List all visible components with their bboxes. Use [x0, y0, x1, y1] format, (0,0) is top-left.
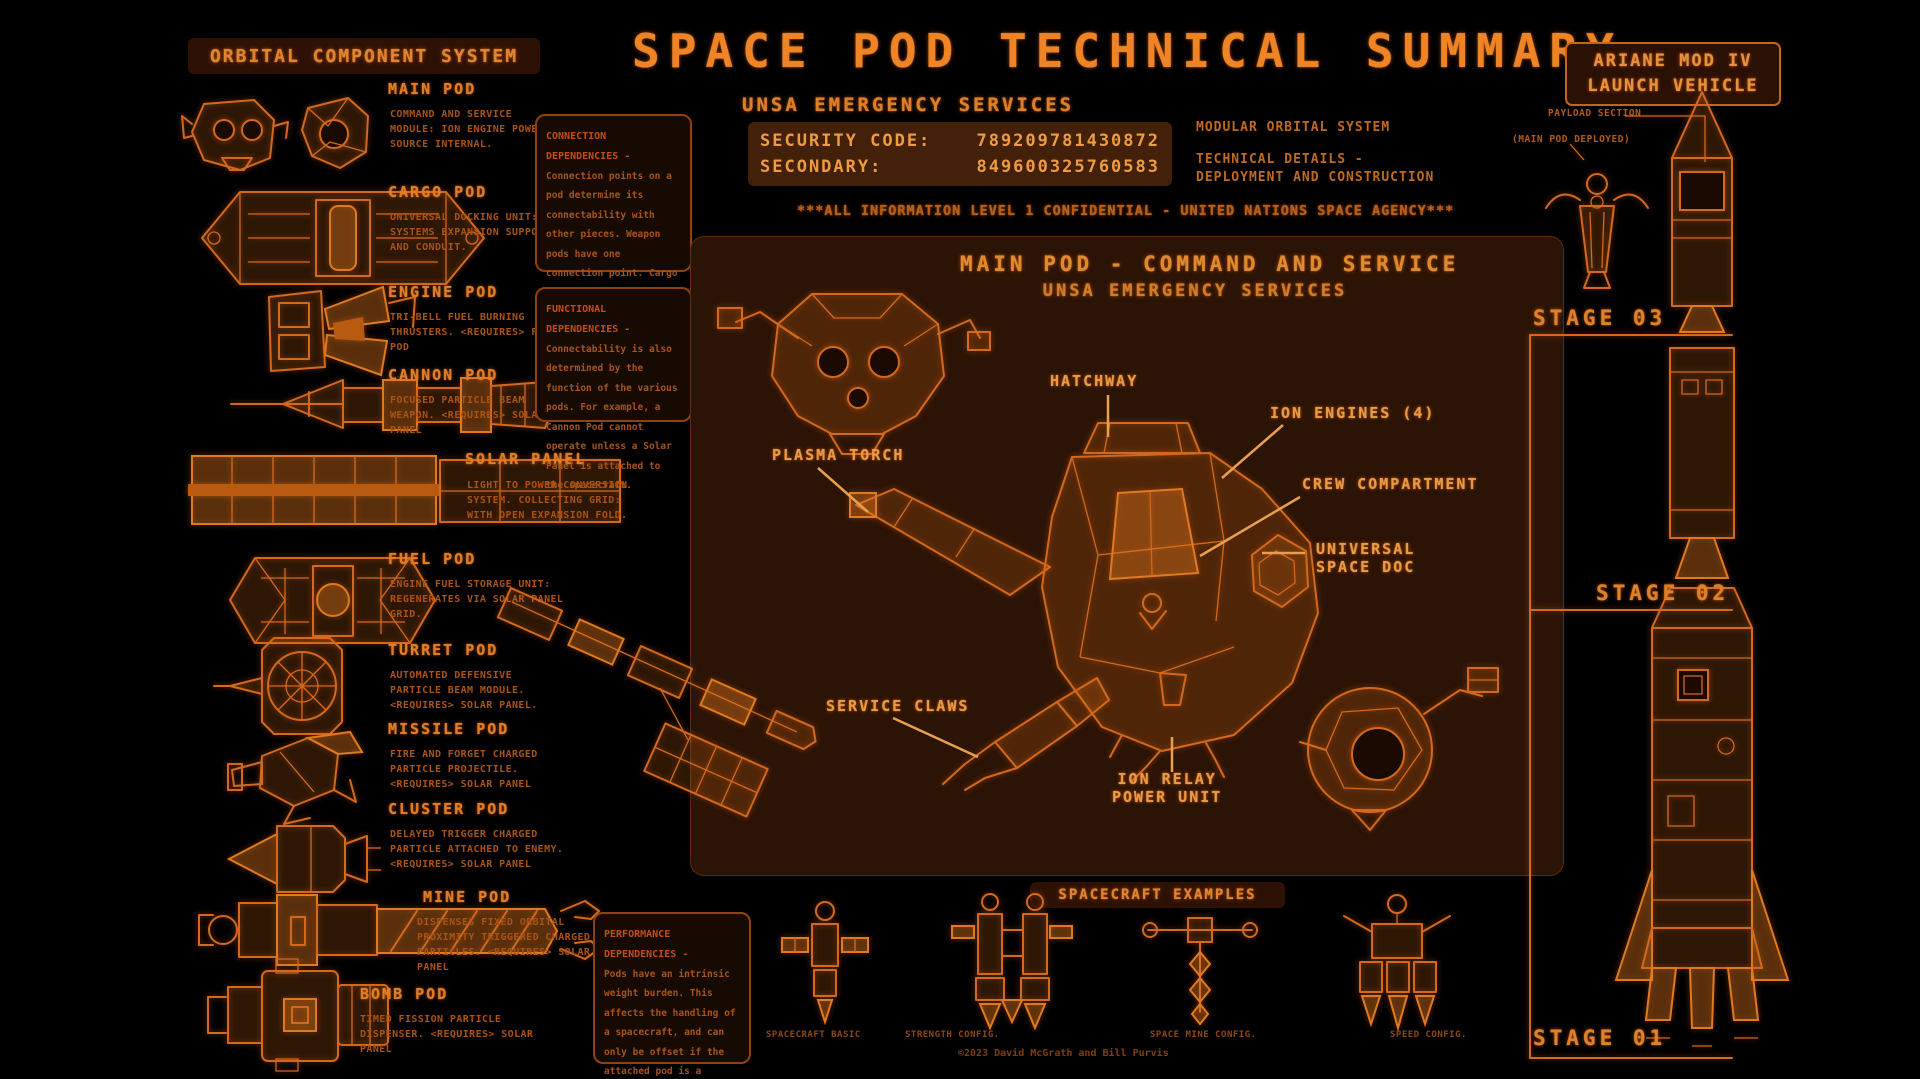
pod-desc: UNIVERSAL DOCKING UNIT: SYSTEMS EXPANSIO…	[390, 212, 551, 253]
note-title: CONNECTION DEPENDENCIES -	[546, 131, 631, 162]
pod-desc: COMMAND AND SERVICE MODULE: ION ENGINE P…	[390, 109, 545, 150]
speed-config-drawing	[1343, 894, 1451, 1032]
note-body: Connection points on a pod determine its…	[546, 171, 678, 299]
fuel-pod-icon	[229, 557, 436, 644]
pod-name: SOLAR PANEL	[465, 450, 587, 468]
agency-title: UNSA EMERGENCY SERVICES	[742, 94, 1075, 116]
solar-panel-icon	[188, 455, 621, 525]
front-pod-drawing	[717, 293, 991, 455]
security-code-box: SECURITY CODE: 789209781430872 SECONDARY…	[748, 122, 1172, 186]
stage-02-label: STAGE 02	[1596, 581, 1730, 605]
label-service-claws: SERVICE CLAWS	[826, 697, 970, 715]
note-body: Pods have an intrinsic weight burden. Th…	[604, 969, 736, 1078]
diagram-title: MAIN POD - COMMAND AND SERVICE	[960, 252, 1460, 276]
spacecraft-examples-header: SPACECRAFT EXAMPLES	[1030, 882, 1285, 908]
example-caption: STRENGTH CONFIG.	[905, 1030, 1000, 1040]
aux-pod-drawing	[1299, 667, 1499, 831]
pod-name: MINE POD	[423, 888, 512, 906]
label-ion-engines: ION ENGINES (4)	[1270, 404, 1436, 422]
turret-pod-icon	[213, 637, 343, 735]
pod-desc: AUTOMATED DEFENSIVE PARTICLE BEAM MODULE…	[390, 670, 538, 711]
pod-name: MAIN POD	[388, 80, 477, 98]
pod-name: TURRET POD	[388, 641, 499, 659]
pod-desc: TIMED FISSION PARTICLE DISPENSER. <REQUI…	[360, 1014, 534, 1055]
spacecraft-basic-drawing	[781, 901, 869, 1026]
label-plasma-torch: PLASMA TORCH	[772, 446, 905, 464]
pod-name: MISSILE POD	[388, 720, 510, 738]
credit-line: ©2023 David McGrath and Bill Purvis	[958, 1048, 1169, 1059]
pod-name: CARGO POD	[388, 183, 488, 201]
pod-desc: DELAYED TRIGGER CHARGED PARTICLE ATTACHE…	[390, 829, 564, 870]
label-universal-space-doc: UNIVERSAL SPACE DOC	[1316, 540, 1416, 576]
page-title: SPACE POD TECHNICAL SUMMARY	[632, 24, 1623, 78]
pod-desc: ENGINE FUEL STORAGE UNIT: REGENERATES VI…	[390, 579, 564, 620]
launch-vehicle-drawing	[1529, 91, 1790, 1059]
engine-pod-icon	[268, 285, 416, 377]
main-pod-diagram-panel	[690, 236, 1564, 876]
diagram-subtitle: UNSA EMERGENCY SERVICES	[1042, 281, 1348, 301]
pod-desc: FIRE AND FORGET CHARGED PARTICLE PROJECT…	[390, 749, 538, 790]
performance-dependencies-note: PERFORMANCE DEPENDENCIES - Pods have an …	[593, 912, 751, 1077]
stage-01-label: STAGE 01	[1533, 1026, 1667, 1050]
stage-03-label: STAGE 03	[1533, 306, 1667, 330]
strength-config-drawing	[951, 893, 1073, 1031]
security-code-label: SECURITY CODE:	[760, 131, 932, 151]
note-title: PERFORMANCE DEPENDENCIES -	[604, 929, 689, 960]
main-pod-deployed-label: (MAIN POD DEPLOYED)	[1512, 134, 1631, 145]
ariane-header-line2: LAUNCH VEHICLE	[1587, 76, 1759, 96]
orbital-component-system-header: ORBITAL COMPONENT SYSTEM	[188, 38, 540, 74]
pod-name: CANNON POD	[388, 366, 499, 384]
pod-desc: DISPENSES FIXED ORBITAL PROXIMITY TRIGGE…	[417, 917, 591, 973]
note-title: FUNCTIONAL DEPENDENCIES -	[546, 304, 631, 335]
ariane-header-box: ARIANE MOD IV LAUNCH VEHICLE	[1565, 42, 1781, 106]
note-body: Connectability is also determined by the…	[546, 344, 678, 492]
secondary-code-label: SECONDARY:	[760, 156, 883, 177]
secondary-code-value: 849600325760583	[976, 156, 1160, 177]
example-caption: SPACECRAFT BASIC	[766, 1030, 861, 1040]
pod-desc: LIGHT TO POWER CONVERSION SYSTEM. COLLEC…	[467, 480, 628, 521]
cargo-pod-icon	[201, 191, 485, 285]
label-crew-compartment: CREW COMPARTMENT	[1302, 475, 1479, 493]
cluster-pod-icon	[226, 825, 381, 893]
missile-pod-icon	[227, 730, 364, 825]
example-caption: SPACE MINE CONFIG.	[1150, 1030, 1257, 1040]
mine-pod-icon	[198, 894, 600, 966]
ariane-header-line1: ARIANE MOD IV	[1593, 51, 1753, 72]
functional-dependencies-note: FUNCTIONAL DEPENDENCIES - Connectability…	[535, 287, 692, 491]
technical-details-line2: DEPLOYMENT AND CONSTRUCTION	[1196, 170, 1435, 185]
payload-section-label: PAYLOAD SECTION	[1548, 108, 1642, 119]
bomb-pod-icon	[207, 958, 389, 1072]
example-caption: SPEED CONFIG.	[1390, 1030, 1467, 1040]
security-code-value: 789209781430872	[976, 131, 1160, 151]
pod-chain-drawing	[496, 586, 817, 818]
confidential-banner: ***ALL INFORMATION LEVEL 1 CONFIDENTIAL …	[797, 203, 1455, 219]
connection-dependencies-note: CONNECTION DEPENDENCIES - Connection poi…	[535, 114, 692, 299]
callout-lines	[817, 395, 1305, 772]
plasma-torch-arm-drawing	[849, 488, 1051, 596]
pod-name: FUEL POD	[388, 550, 477, 568]
pod-name: BOMB POD	[360, 985, 449, 1003]
label-hatchway: HATCHWAY	[1050, 372, 1139, 390]
pod-name: CLUSTER POD	[388, 800, 510, 818]
pod-desc: TRI-BELL FUEL BURNING THRUSTERS. <REQUIR…	[390, 312, 557, 353]
pod-name: ENGINE POD	[388, 283, 499, 301]
space-mine-config-drawing	[1142, 917, 1258, 1026]
main-pod-icon	[181, 97, 369, 171]
modular-orbital-system-label: MODULAR ORBITAL SYSTEM	[1196, 120, 1391, 135]
technical-details-line1: TECHNICAL DETAILS -	[1196, 152, 1364, 167]
label-ion-relay: ION RELAY POWER UNIT	[1112, 770, 1223, 806]
service-claw-arm-drawing	[942, 677, 1110, 791]
pod-desc: FOCUSED PARTICLE BEAM WEAPON. <REQUIRES>…	[390, 395, 545, 436]
